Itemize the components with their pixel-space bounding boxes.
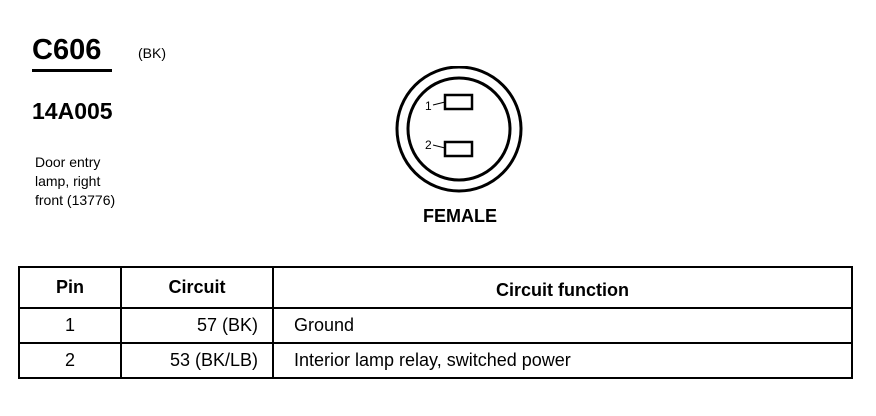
circuit-function-column-header: Circuit function — [272, 266, 853, 309]
circuit-function-cell: Interior lamp relay, switched power — [272, 342, 853, 379]
pin-1-terminal — [443, 93, 474, 111]
description-line: front (13776) — [35, 192, 116, 208]
connector-gender-label: FEMALE — [423, 206, 497, 226]
description-line: lamp, right — [35, 173, 101, 189]
table-header-row: Pin Circuit Circuit function — [18, 266, 853, 309]
pin-1-label: 1 — [425, 99, 432, 113]
pin-2-leader — [432, 144, 446, 149]
connector-face-diagram: 1 2 — [395, 66, 523, 193]
table-row: 1 57 (BK) Ground — [18, 307, 853, 344]
pin-2-label: 2 — [425, 138, 432, 152]
connector-color-code: (BK) — [138, 45, 166, 61]
pin-circuit-table: Pin Circuit Circuit function 1 57 (BK) G… — [18, 266, 853, 379]
circuit-cell: 53 (BK/LB) — [120, 342, 274, 379]
circuit-column-header: Circuit — [120, 266, 274, 309]
pin-1-leader — [432, 101, 446, 106]
circuit-function-cell: Ground — [272, 307, 853, 344]
description-line: Door entry — [35, 154, 101, 170]
pin-2-terminal — [443, 140, 474, 158]
connector-inner-ring — [406, 76, 512, 182]
connector-id: C606 — [32, 34, 102, 66]
table-row: 2 53 (BK/LB) Interior lamp relay, switch… — [18, 342, 853, 379]
connector-id-underline — [32, 69, 112, 72]
part-number: 14A005 — [32, 98, 113, 124]
connector-description: Door entry lamp, right front (13776) — [35, 153, 175, 210]
pin-cell: 1 — [18, 307, 122, 344]
connector-outer-ring — [395, 66, 523, 193]
pin-column-header: Pin — [18, 266, 122, 309]
pin-cell: 2 — [18, 342, 122, 379]
circuit-cell: 57 (BK) — [120, 307, 274, 344]
